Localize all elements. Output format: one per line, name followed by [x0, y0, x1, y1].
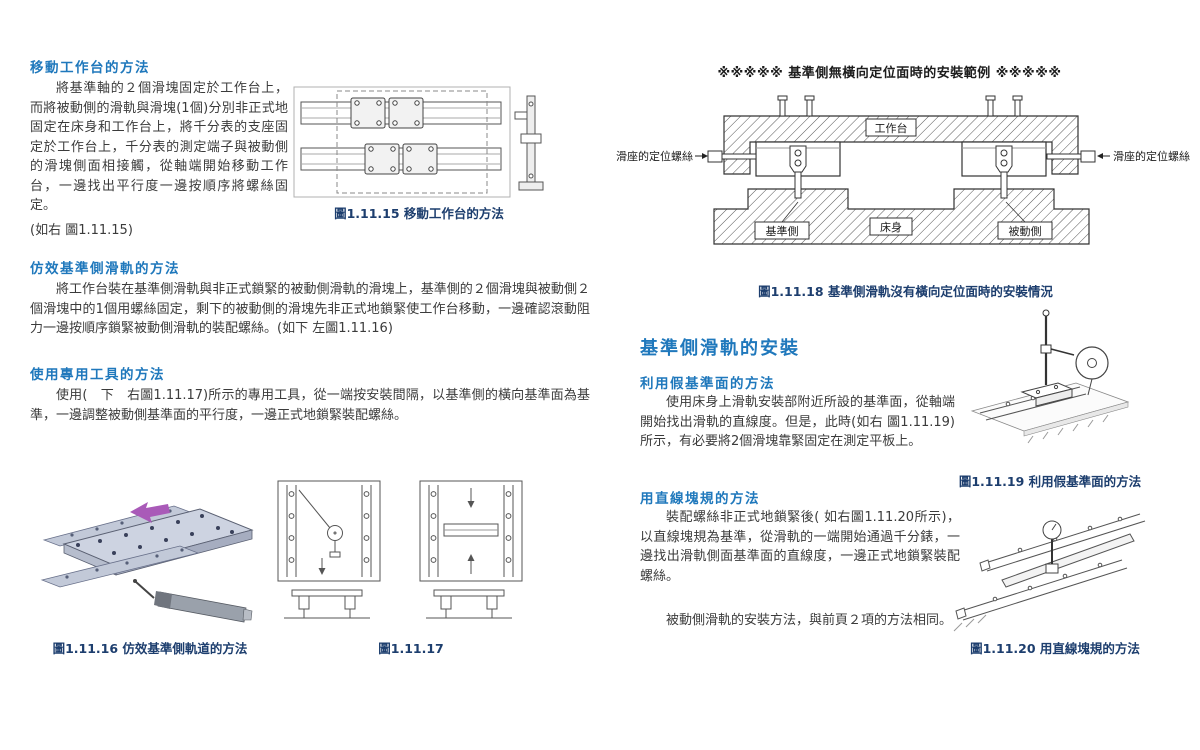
cross-section-right: [426, 589, 512, 619]
left-panel: [277, 480, 381, 582]
indicator-stand: [1040, 309, 1075, 385]
leader-datum: [781, 201, 799, 223]
bolt-holes: [354, 100, 434, 172]
carriage-block: [1020, 382, 1074, 407]
example-banner: ※※※※※ 基準側無橫向定位面時的安裝範例 ※※※※※: [717, 66, 1062, 81]
table-outline-dashed: [336, 90, 488, 194]
paragraph-special-tool: 使用( 下 右圖1.11.17)所示的專用工具，從一端按安裝間隔，以基準側的橫向…: [30, 388, 590, 423]
fig-1-11-15-diagram: [293, 86, 544, 198]
fig18-label-bed: 床身: [880, 220, 902, 234]
section-heading-move-table: 移動工作台的方法: [30, 60, 150, 76]
front-rail: [40, 545, 200, 588]
rail-assembly-datum: [755, 141, 841, 199]
dial-indicator: [133, 579, 253, 623]
fig-1-11-16-illustration: [40, 502, 254, 623]
carriage-blocks: [350, 97, 438, 175]
up-arrow: [467, 554, 475, 561]
ground-hatching: [1027, 414, 1109, 444]
front-rail: [955, 559, 1128, 621]
work-table-section: [723, 115, 1079, 175]
side-view-indicator-mount: [514, 95, 544, 191]
fig-1-11-20-illustration: [953, 513, 1146, 632]
fig-1-11-18-caption: 圖1.11.18 基準側滑軌沒有橫向定位面時的安裝情況: [758, 284, 1053, 299]
down-arrow: [318, 568, 326, 575]
rail-bottom: [300, 147, 502, 171]
section-heading-straightedge: 用直線塊規的方法: [640, 491, 760, 507]
fig18-label-table: 工作台: [875, 121, 908, 135]
left-panel-holes: [288, 491, 370, 563]
dial-gauge-stand: [1042, 520, 1062, 574]
positioning-screw-left: [707, 150, 757, 163]
down-arrow-2: [467, 501, 475, 508]
positioning-screw-right: [1046, 150, 1096, 163]
roller: [1075, 346, 1109, 396]
rail-assembly-driven: [961, 141, 1047, 199]
fig-1-11-17-diagram: [277, 480, 523, 619]
fig-1-11-20-caption: 圖1.11.20 用直線塊規的方法: [970, 641, 1140, 656]
section-heading-temp-datum: 利用假基準面的方法: [640, 376, 775, 392]
fig-1-11-15-caption: 圖1.11.15 移動工作台的方法: [334, 206, 504, 221]
straightedge-bar: [1001, 533, 1135, 588]
label-box-driven: [997, 221, 1053, 240]
plate-bolt-holes: [76, 514, 234, 555]
motion-arrow: [130, 502, 170, 523]
table-bolts: [777, 95, 1023, 117]
fig-1-11-17-caption: 圖1.11.17: [378, 641, 444, 656]
fig18-label-datum: 基準側: [766, 224, 799, 238]
paragraph-temp-datum: 使用床身上滑軌安裝部附近所設的基準面，從軸端開始找出滑軌的直線度。但是，此時(如…: [640, 395, 955, 449]
right-panel-holes: [430, 491, 512, 563]
right-panel: [419, 480, 523, 582]
leader-driven: [1005, 201, 1026, 223]
figure-reference: (如右 圖1.11.15): [30, 223, 133, 238]
section-heading-copy-datum-rail: 仿效基準側滑軌的方法: [30, 261, 180, 277]
label-box-bed: [869, 217, 913, 236]
arrow-head-left: [702, 153, 708, 159]
paragraph-straightedge: 裝配螺絲非正式地鎖緊後( 如右圖1.11.20所示)，以直線塊規為基準，從滑軌的…: [640, 510, 960, 584]
arrow-head-right: [1097, 153, 1103, 159]
fig-1-11-16-caption: 圖1.11.16 仿效基準側軌道的方法: [52, 641, 248, 656]
cross-section-left: [284, 589, 370, 619]
paragraph-driven-rail-note: 被動側滑軌的安裝方法，與前頁２項的方法相同。: [666, 613, 953, 628]
paragraph-move-table: 將基準軸的２個滑塊固定於工作台上，而將被動側的滑軌與滑塊(1個)分別非正式地固定…: [30, 81, 288, 213]
ground-hatching: [953, 614, 987, 632]
section-heading-special-tool: 使用專用工具的方法: [30, 367, 165, 383]
fig18-label-driven: 被動側: [1009, 224, 1042, 238]
main-heading-datum-rail-install: 基準側滑軌的安裝: [640, 338, 800, 359]
paragraph-copy-datum-rail: 將工作台裝在基準側滑軌與非正式鎖緊的被動側滑軌的滑塊上，基準側的２個滑塊與被動側…: [30, 282, 590, 336]
surface-plate-edge: [1023, 401, 1129, 437]
label-box-datum: [754, 221, 810, 240]
fig-1-11-19-caption: 圖1.11.19 利用假基準面的方法: [958, 474, 1142, 489]
fig18-label-screw-left: 滑座的定位螺絲: [616, 149, 693, 163]
label-box-table: [865, 118, 917, 137]
fig18-label-screw-right: 滑座的定位螺絲: [1113, 149, 1190, 163]
fig-1-11-19-illustration: [970, 309, 1130, 444]
fig-1-11-18-diagram: 工作台 基準側 床身 被動側 滑座的定位螺絲 滑座的定位螺絲: [616, 95, 1190, 245]
